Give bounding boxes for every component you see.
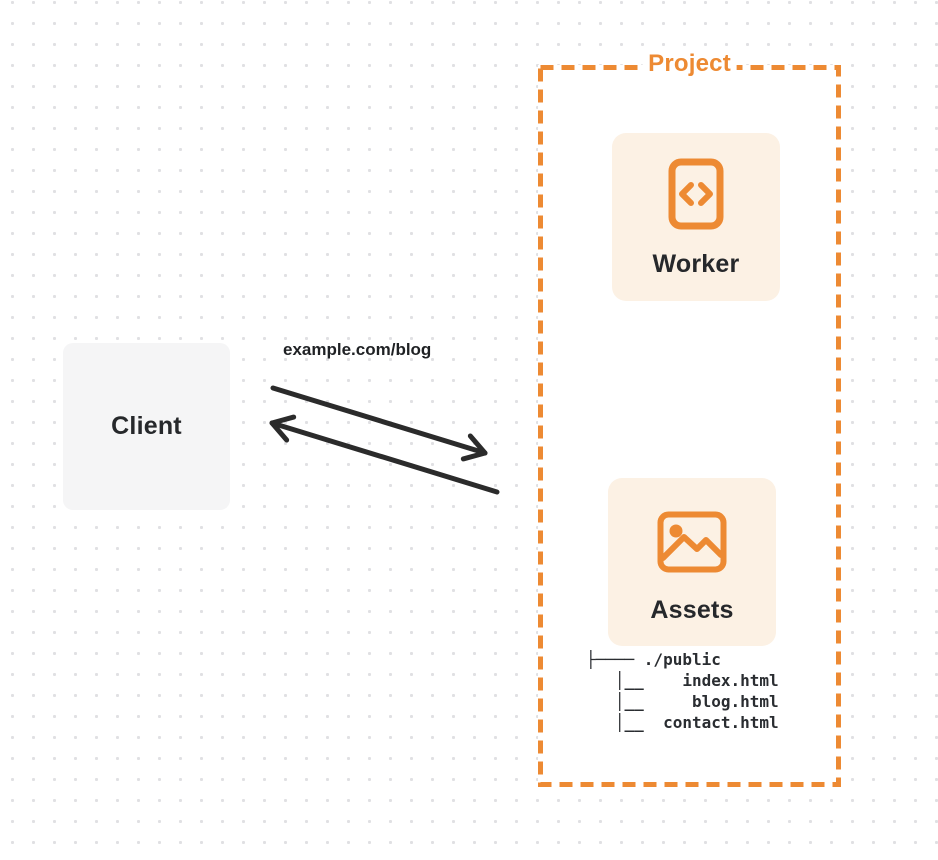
image-icon: [657, 511, 727, 573]
file-tree-line: │__ contact.html: [586, 713, 779, 732]
request-url-label: example.com/blog: [283, 340, 432, 359]
assets-file-tree: ├──── ./public │__ index.html │__ blog.h…: [586, 649, 779, 733]
client-label: Client: [111, 412, 182, 440]
project-box: Project Worker Assets ├──── ./public │__…: [538, 50, 841, 787]
assets-card: Assets: [608, 478, 776, 646]
file-tree-line: │__ blog.html: [586, 692, 779, 711]
response-arrow: [269, 414, 500, 495]
file-tree-line: │__ index.html: [586, 671, 779, 690]
worker-card: Worker: [612, 133, 780, 301]
worker-label: Worker: [652, 250, 740, 278]
assets-label: Assets: [650, 596, 734, 624]
request-response-arrows: [269, 385, 500, 495]
client-box: Client: [63, 343, 230, 510]
file-tree-line: ├──── ./public: [586, 650, 721, 669]
request-arrow: [270, 385, 488, 462]
code-file-icon: [668, 158, 724, 230]
project-title: Project: [642, 50, 737, 78]
